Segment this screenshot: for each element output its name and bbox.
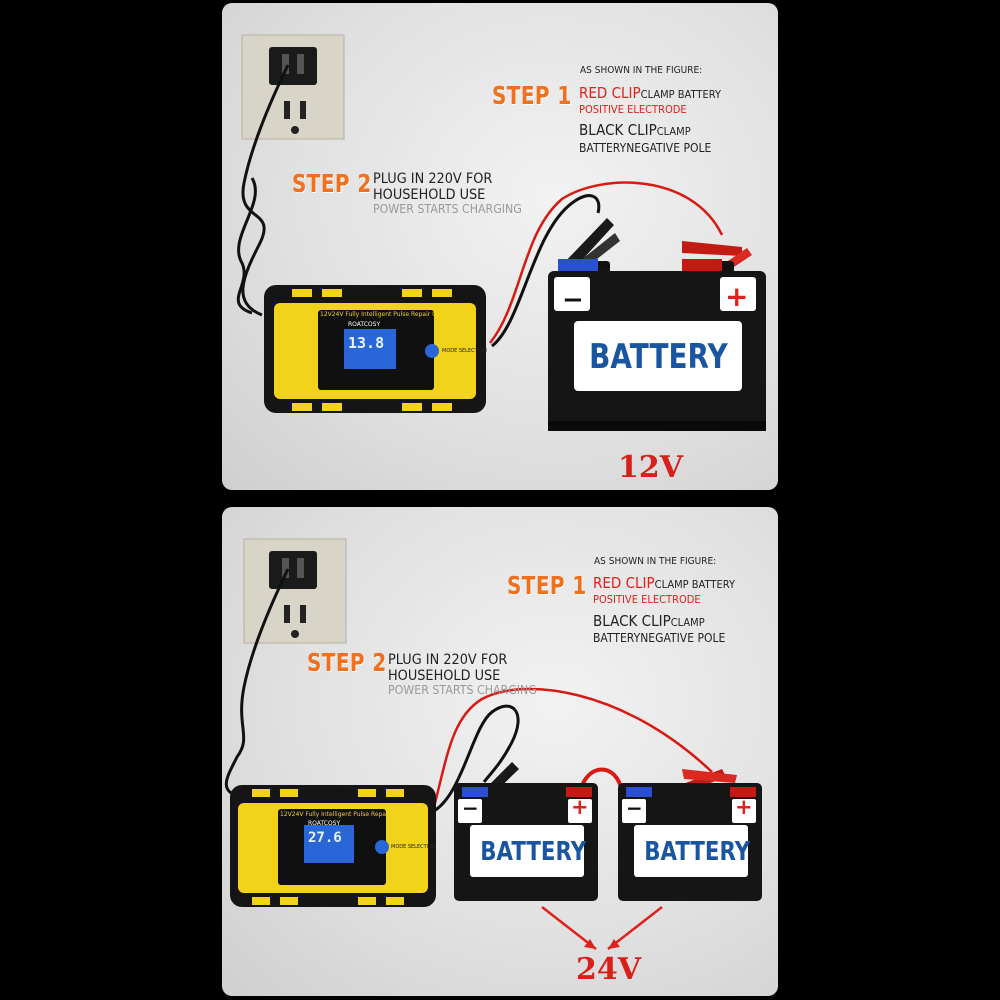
- voltage-label: 24V: [576, 952, 642, 987]
- negative-terminal-icon: −: [462, 796, 479, 820]
- panel-12v-illustration: [236, 34, 766, 431]
- step2-line3: POWER STARTS CHARGING: [373, 202, 522, 216]
- charger-display: 27.6: [308, 830, 342, 846]
- charger-display: 13.8: [348, 334, 385, 352]
- step1-label: STEP 1: [507, 571, 587, 600]
- red-clip-line2: POSITIVE ELECTRODE: [593, 593, 701, 606]
- step2-label: STEP 2: [292, 169, 372, 198]
- battery: [548, 259, 766, 431]
- red-clip-line: RED CLIPCLAMP BATTERY: [579, 86, 721, 101]
- black-clip-line: BLACK CLIPCLAMP: [579, 123, 691, 138]
- panel-24v-illustration: [224, 538, 762, 950]
- charger: [264, 285, 486, 413]
- voltage-label: 12V: [618, 450, 684, 485]
- wall-outlet: [241, 34, 345, 140]
- battery-1-label: BATTERY: [480, 837, 587, 867]
- black-line2-b: NEGATIVE POLE: [640, 631, 726, 645]
- battery-2-label: BATTERY: [644, 837, 751, 867]
- red-cable: [432, 687, 713, 808]
- black-line2-b: NEGATIVE POLE: [626, 141, 712, 155]
- red-clip-rest: CLAMP BATTERY: [654, 578, 736, 591]
- charger-model: 12V24V Fully Intelligent Pulse Repair Ch…: [280, 811, 417, 818]
- negative-terminal-icon: −: [562, 285, 584, 315]
- black-line2-a: BATTERY: [579, 141, 627, 155]
- black-cable: [491, 194, 601, 348]
- red-clip-line: RED CLIPCLAMP BATTERY: [593, 576, 735, 591]
- red-clip-line2: POSITIVE ELECTRODE: [579, 103, 687, 116]
- black-clip-line2: BATTERYNEGATIVE POLE: [593, 632, 725, 644]
- series-arrows: [541, 906, 663, 950]
- black-clip-rest: CLAMP: [670, 616, 705, 629]
- positive-terminal-icon: +: [735, 795, 753, 819]
- step1-header: AS SHOWN IN THE FIGURE:: [594, 556, 717, 567]
- black-clip-line2: BATTERYNEGATIVE POLE: [579, 142, 711, 154]
- step2-line1: PLUG IN 220V FOR: [388, 652, 508, 668]
- mode-selection: MODE SELECTION: [391, 844, 436, 850]
- negative-terminal-icon: −: [626, 796, 643, 820]
- red-clip-text: RED CLIP: [593, 574, 655, 592]
- red-clip-rest: CLAMP BATTERY: [640, 88, 722, 101]
- charger-model: 12V24V Fully Intelligent Pulse Repair Ch…: [320, 311, 457, 318]
- step2-line2: HOUSEHOLD USE: [373, 187, 486, 203]
- wall-outlet: [243, 538, 347, 644]
- battery-1: [454, 783, 598, 901]
- black-line2-a: BATTERY: [593, 631, 641, 645]
- red-cable: [489, 181, 724, 344]
- positive-terminal-icon: +: [571, 795, 589, 819]
- step2-line2: HOUSEHOLD USE: [388, 668, 501, 684]
- charger-brand: ROATCOSY: [308, 820, 341, 827]
- black-cable: [431, 704, 520, 814]
- black-clip-text: BLACK CLIP: [579, 121, 657, 139]
- mode-selection: MODE SELECTION: [442, 348, 487, 354]
- step2-label: STEP 2: [307, 648, 387, 677]
- panel-24v: STEP 1 AS SHOWN IN THE FIGURE: RED CLIPC…: [222, 507, 778, 996]
- power-cord: [224, 568, 290, 799]
- step2-line3: POWER STARTS CHARGING: [388, 683, 537, 697]
- step2-line1: PLUG IN 220V FOR: [373, 171, 493, 187]
- panel-12v: STEP 1 AS SHOWN IN THE FIGURE: RED CLIPC…: [222, 3, 778, 490]
- charger: [230, 785, 436, 907]
- black-clip-line: BLACK CLIPCLAMP: [593, 614, 705, 629]
- charger-brand: ROATCOSY: [348, 321, 381, 328]
- battery-2: [618, 783, 762, 901]
- step1-label: STEP 1: [492, 81, 572, 110]
- black-clip-rest: CLAMP: [656, 125, 691, 138]
- positive-terminal-icon: +: [725, 280, 749, 313]
- red-clip-text: RED CLIP: [579, 84, 641, 102]
- battery-label: BATTERY: [589, 337, 728, 377]
- step1-header: AS SHOWN IN THE FIGURE:: [580, 65, 703, 76]
- black-clip-text: BLACK CLIP: [593, 612, 671, 630]
